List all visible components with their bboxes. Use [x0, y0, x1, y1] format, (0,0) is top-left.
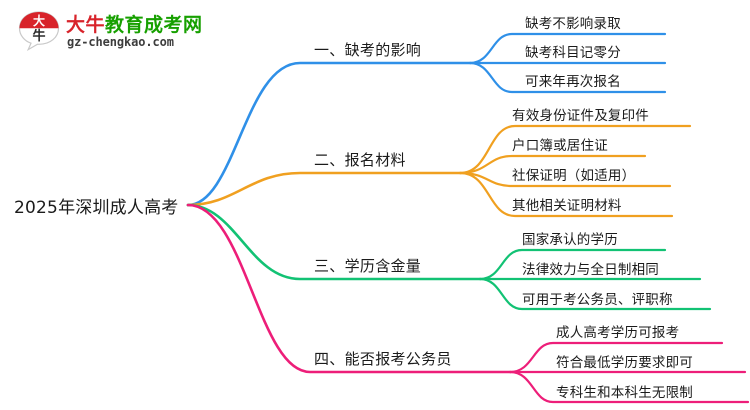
branch-spine-1 [186, 61, 472, 207]
leaf-node-2-4[interactable]: 其他相关证明材料 [512, 198, 622, 214]
leaf-wire-4-3 [508, 370, 750, 404]
branch-node-2[interactable]: 二、报名材料 [314, 151, 406, 169]
leaf-node-4-2[interactable]: 符合最低学历要求即可 [556, 355, 693, 371]
leaf-node-2-3[interactable]: 社保证明（如适用） [512, 168, 636, 184]
branch-node-4[interactable]: 四、能否报考公务员 [314, 350, 452, 368]
logo-url: gz-chengkao.com [67, 35, 174, 49]
logo-mark-icon: 大 牛 [18, 11, 60, 51]
logo-brand-name: 大牛教育成考网 [66, 10, 203, 37]
leaf-node-4-3[interactable]: 专科生和本科生无限制 [556, 385, 693, 401]
branch-wire-3 [186, 203, 712, 311]
logo-wordmark: 大牛教育成考网 gz-chengkao.com [66, 9, 211, 53]
mindmap-root-node[interactable]: 2025年深圳成人高考 [14, 198, 179, 218]
leaf-node-3-1[interactable]: 国家承认的学历 [522, 232, 618, 248]
leaf-node-1-2[interactable]: 缺考科目记零分 [525, 45, 621, 61]
leaf-node-2-2[interactable]: 户口簿或居住证 [512, 138, 608, 154]
logo-brand-suffix: 教育成考网 [105, 14, 203, 36]
leaf-node-4-1[interactable]: 成人高考学历可报考 [556, 325, 680, 341]
logo-brand-prefix: 大牛 [66, 14, 106, 36]
leaf-node-1-3[interactable]: 可来年再次报名 [525, 74, 621, 90]
leaf-node-1-1[interactable]: 缺考不影响录取 [525, 16, 621, 32]
branch-node-3[interactable]: 三、学历含金量 [314, 257, 422, 275]
leaf-wire-3-3 [478, 277, 712, 311]
branch-spine-2 [186, 171, 462, 207]
leaf-wire-2-4 [458, 171, 674, 218]
branch-spine-3 [186, 203, 482, 281]
branch-node-1[interactable]: 一、缺考的影响 [314, 41, 422, 59]
branch-wire-2 [186, 124, 692, 218]
leaf-wire-1-3 [468, 61, 667, 94]
branch-spine-4 [186, 203, 512, 374]
leaf-node-3-2[interactable]: 法律效力与全日制相同 [522, 262, 659, 278]
site-logo[interactable]: 大 牛 大牛教育成考网 gz-chengkao.com [18, 9, 208, 53]
svg-text:大: 大 [33, 13, 45, 28]
leaf-wire-2-1 [458, 124, 692, 175]
branch-wire-1 [186, 32, 667, 207]
leaf-node-2-1[interactable]: 有效身份证件及复印件 [512, 108, 649, 124]
svg-text:牛: 牛 [32, 28, 45, 44]
leaf-node-3-3[interactable]: 可用于考公务员、评职称 [522, 292, 673, 308]
branch-wire-4 [186, 203, 750, 404]
